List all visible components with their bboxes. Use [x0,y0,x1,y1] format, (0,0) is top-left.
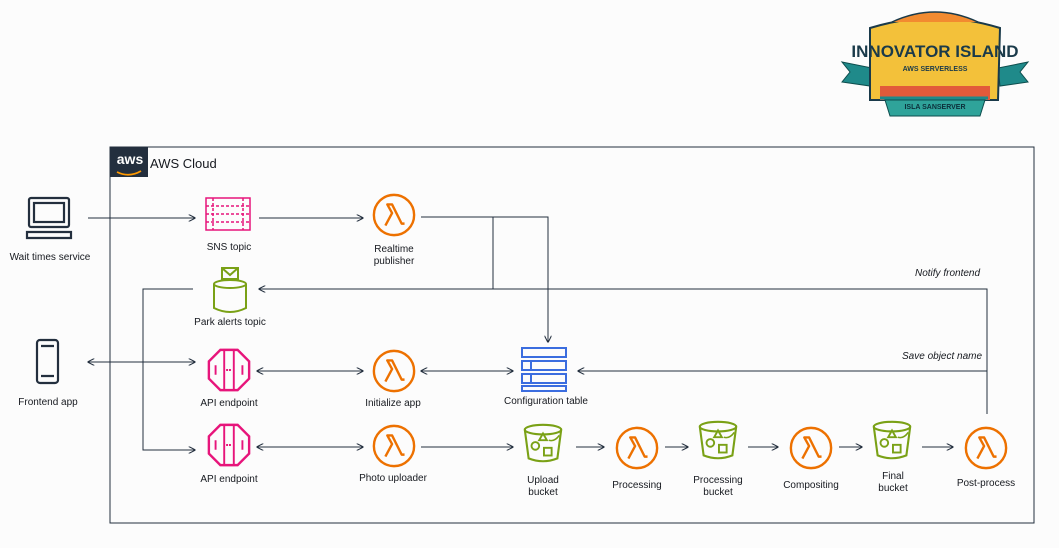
initialize-app-label: Initialize app [365,398,421,409]
upload-bucket-label-1: Upload [527,475,559,486]
frontend-app-label: Frontend app [18,397,78,408]
aws-cloud-group [109,146,1035,524]
api-endpoint-icon-1 [207,348,251,392]
sns-alerts-icon [213,267,247,313]
compositing-label: Compositing [783,480,839,491]
realtime-publisher-icon [372,193,416,237]
realtime-publisher-label-1: Realtime [374,244,414,255]
final-bucket-label-1: Final [882,471,904,482]
sns-topic-icon [205,197,251,231]
final-bucket-icon [872,420,912,460]
post-process-icon [964,426,1008,470]
aws-cloud-title: AWS Cloud [150,156,217,171]
sns-topic-label: SNS topic [206,242,252,253]
logo-footer: ISLA SANSERVER [904,104,966,111]
dynamodb-table-icon [521,347,567,392]
connectors [88,217,988,450]
laptop-icon [25,196,73,240]
logo-title: INNOVATOR ISLAND [851,42,1019,61]
upload-bucket-label-2: bucket [528,487,558,498]
processing-bucket-label-2: bucket [703,487,733,498]
photo-uploader-icon [372,424,416,468]
wait-times-label: Wait times service [9,252,91,263]
upload-bucket-icon [523,423,563,463]
innovator-island-logo [840,11,1030,117]
initialize-app-icon [372,349,416,393]
park-alerts-label: Park alerts topic [194,317,266,328]
notify-frontend-annotation: Notify frontend [915,268,981,279]
smartphone-icon [35,338,60,385]
logo-subtitle: AWS SERVERLESS [902,66,968,73]
final-bucket-label-2: bucket [878,483,908,494]
aws-smile [116,170,142,176]
processing-label: Processing [612,480,662,491]
save-object-name-annotation: Save object name [902,351,983,362]
config-table-label: Configuration table [504,396,588,407]
post-process-label: Post-process [956,478,1016,489]
photo-uploader-label: Photo uploader [359,473,427,484]
realtime-publisher-label-2: publisher [373,256,415,267]
processing-bucket-label-1: Processing [693,475,743,486]
api-endpoint-label-1: API endpoint [200,398,258,409]
compositing-icon [789,426,833,470]
aws-badge-text: aws [116,151,144,167]
processing-icon [615,426,659,470]
api-endpoint-icon-2 [207,423,251,467]
aws-badge [110,147,148,177]
api-endpoint-label-2: API endpoint [200,474,258,485]
processing-bucket-icon [698,420,738,460]
